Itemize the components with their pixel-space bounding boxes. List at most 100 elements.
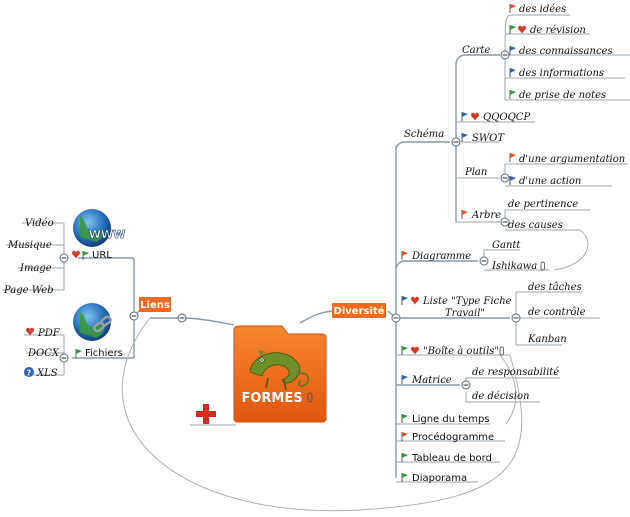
node-liste-label-line2: Travail" xyxy=(445,308,485,319)
node-gantt[interactable]: Gantt xyxy=(492,240,521,251)
flag-green-icon xyxy=(82,251,89,260)
node-carte-idees[interactable]: des idées xyxy=(509,4,566,15)
flag-red-icon xyxy=(461,210,468,219)
node-boite-outils-label: "Boîte à outils" xyxy=(423,346,499,357)
node-page-web[interactable]: Page Web xyxy=(3,285,54,296)
branch-liens-label: Liens xyxy=(140,300,170,311)
node-carte-informations[interactable]: des informations xyxy=(509,68,604,79)
node-procedogramme[interactable]: Procédogramme xyxy=(401,431,494,443)
flag-blue-icon xyxy=(509,176,516,185)
node-ligne-temps[interactable]: Ligne du temps xyxy=(401,414,490,425)
node-liste-label-line1: Liste "Type Fiche xyxy=(422,296,512,307)
toggle-diversite[interactable] xyxy=(391,313,401,323)
paperclip-icon xyxy=(307,392,313,403)
flag-green-icon xyxy=(401,414,408,423)
node-carte-connaissances[interactable]: des connaissances xyxy=(509,46,613,57)
node-ligne-temps-label: Ligne du temps xyxy=(412,414,490,425)
toggle-diagramme[interactable] xyxy=(479,256,489,266)
node-carte-idees-label: des idées xyxy=(519,4,566,15)
node-swot-label: SWOT xyxy=(472,133,505,144)
flag-blue-icon xyxy=(401,375,408,384)
collapse-toggles[interactable] xyxy=(59,50,521,390)
node-carte-informations-label: des informations xyxy=(519,68,604,79)
node-carte[interactable]: Carte xyxy=(462,45,490,56)
node-liste-kanban[interactable]: Kanban xyxy=(527,334,567,345)
www-badge: WWW xyxy=(89,228,125,241)
flag-blue-icon xyxy=(461,133,468,142)
node-xls[interactable]: ? XLS xyxy=(24,367,58,379)
node-plan-argumentation[interactable]: d'une argumentation xyxy=(509,153,625,165)
flag-blue-icon xyxy=(509,68,516,77)
node-carte-prise-notes[interactable]: de prise de notes xyxy=(509,90,606,101)
paperclip-icon xyxy=(499,346,504,356)
node-schema[interactable]: Schéma xyxy=(404,129,444,140)
node-diaporama[interactable]: Diaporama xyxy=(401,473,467,484)
node-tableau-bord[interactable]: Tableau de bord xyxy=(401,453,492,464)
central-node[interactable]: FORMES xyxy=(233,325,327,423)
node-matrice-label: Matrice xyxy=(411,375,452,386)
heart-icon xyxy=(411,346,419,355)
toggle-fichiers[interactable] xyxy=(59,353,69,363)
toggle-plan[interactable] xyxy=(500,173,510,183)
node-plan-action[interactable]: d'une action xyxy=(509,176,581,187)
node-boite-outils[interactable]: "Boîte à outils" xyxy=(401,346,504,357)
node-url-label: URL xyxy=(92,250,112,261)
node-procedogramme-label: Procédogramme xyxy=(412,431,494,443)
node-ishikawa-label: Ishikawa xyxy=(491,261,537,272)
node-matrice-responsabilite[interactable]: de responsabilité xyxy=(472,367,559,378)
node-url[interactable]: URL xyxy=(72,250,112,261)
folder-icon xyxy=(233,325,327,423)
node-fichiers[interactable]: Fichiers xyxy=(75,348,123,359)
heart-icon xyxy=(518,25,526,34)
svg-text:?: ? xyxy=(27,369,32,378)
flag-red-icon xyxy=(509,4,516,13)
node-qqoqcp[interactable]: QQOQCP xyxy=(461,112,530,123)
node-pdf[interactable]: PDF xyxy=(26,327,61,339)
node-arbre[interactable]: Arbre xyxy=(461,210,501,221)
heart-icon xyxy=(411,296,419,305)
node-carte-revision[interactable]: de révision xyxy=(509,25,586,36)
toggle-liste[interactable] xyxy=(511,313,521,323)
node-arbre-causes[interactable]: des causes xyxy=(508,220,563,231)
node-carte-connaissances-label: des connaissances xyxy=(519,46,613,57)
node-swot[interactable]: SWOT xyxy=(461,133,505,144)
node-musique[interactable]: Musique xyxy=(7,240,52,251)
node-liste-controle[interactable]: de contrôle xyxy=(528,307,586,318)
node-carte-revision-label: de révision xyxy=(530,25,586,36)
node-plan-argumentation-label: d'une argumentation xyxy=(519,154,625,165)
node-arbre-pertinence[interactable]: de pertinence xyxy=(508,199,578,210)
toggle-central[interactable] xyxy=(177,313,187,323)
node-matrice[interactable]: Matrice xyxy=(401,375,452,386)
flag-red-icon xyxy=(401,432,408,441)
toggle-arbre[interactable] xyxy=(500,217,510,227)
flag-green-icon xyxy=(401,346,408,355)
node-ishikawa[interactable]: Ishikawa xyxy=(491,261,545,272)
chameleon-icon xyxy=(249,350,310,391)
flag-green-icon xyxy=(401,473,408,482)
branch-diversite-label: Diversité xyxy=(334,305,385,317)
node-liste-taches[interactable]: des tâches xyxy=(528,282,582,293)
toggle-url[interactable] xyxy=(59,253,69,263)
node-plan[interactable]: Plan xyxy=(464,167,487,178)
toggle-matrice[interactable] xyxy=(461,380,471,390)
heart-icon xyxy=(72,250,80,259)
connectors-right xyxy=(299,14,630,483)
node-docx[interactable]: DOCX xyxy=(27,348,60,359)
globe-link-icon xyxy=(73,303,112,341)
branch-liens[interactable]: Liens xyxy=(139,297,171,312)
relationship-lines xyxy=(121,229,589,512)
node-matrice-decision[interactable]: de décision xyxy=(472,391,529,402)
node-liste[interactable]: Liste "Type Fiche Travail" xyxy=(401,296,512,319)
node-tableau-bord-label: Tableau de bord xyxy=(411,453,492,464)
node-diagramme[interactable]: Diagramme xyxy=(401,251,471,262)
node-diaporama-label: Diaporama xyxy=(412,473,467,484)
toggle-liens[interactable] xyxy=(129,311,139,321)
toggle-carte[interactable] xyxy=(500,50,510,60)
flag-red-icon xyxy=(509,153,516,162)
node-image[interactable]: Image xyxy=(19,263,52,274)
node-video[interactable]: Vidéo xyxy=(25,218,54,229)
toggle-schema[interactable] xyxy=(451,137,461,147)
branch-diversite[interactable]: Diversité xyxy=(332,303,386,318)
flag-blue-icon xyxy=(461,112,468,121)
